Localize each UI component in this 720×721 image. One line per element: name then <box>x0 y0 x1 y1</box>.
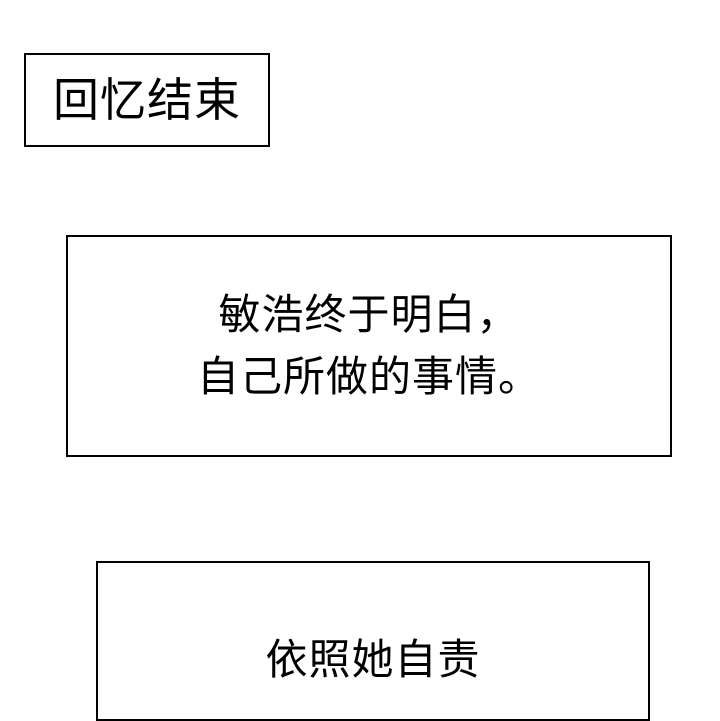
caption-box-partial: 依照她自责 <box>96 561 650 721</box>
caption-line-2: 自己所做的事情。 <box>196 352 541 401</box>
caption-line-1: 敏浩终于明白， <box>218 290 520 339</box>
caption-text: 回忆结束 <box>53 73 241 127</box>
caption-text-partial: 依照她自责 <box>265 635 481 684</box>
caption-box-memory-end: 回忆结束 <box>24 53 270 147</box>
caption-box-realization: 敏浩终于明白， 自己所做的事情。 <box>66 235 672 457</box>
